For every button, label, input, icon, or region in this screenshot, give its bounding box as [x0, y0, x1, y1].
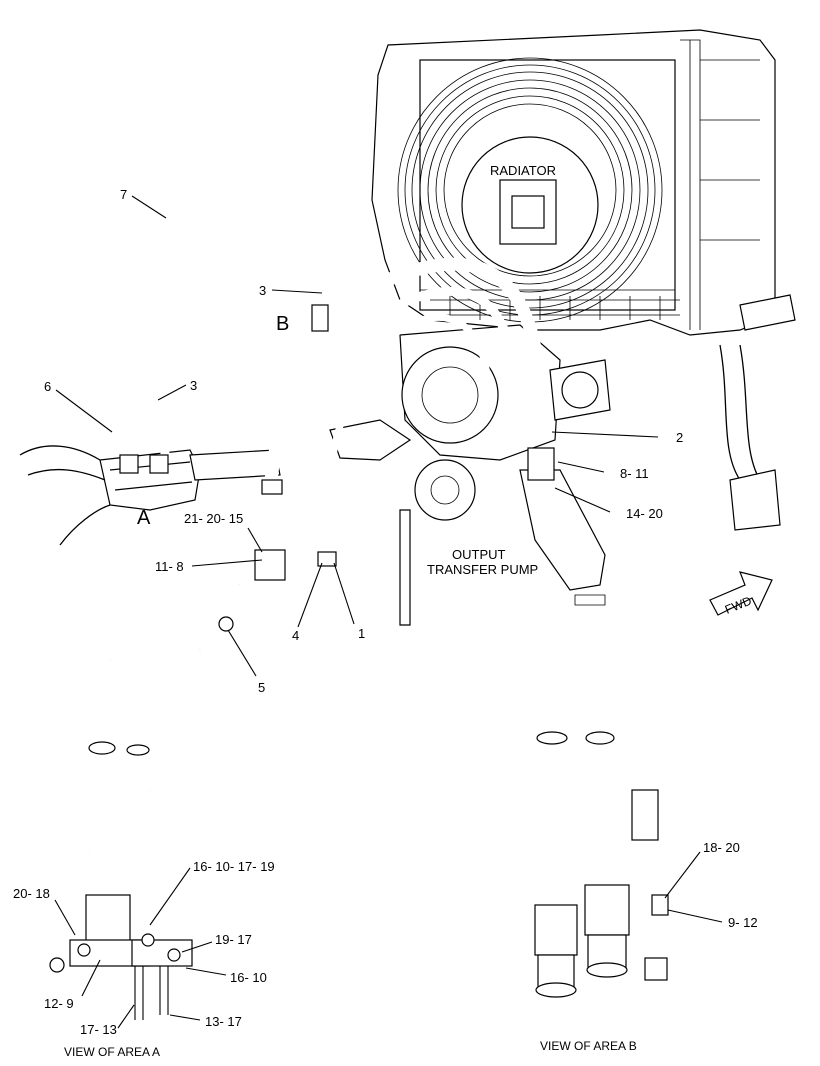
callout-9-12: 9- 12: [728, 915, 758, 930]
callout-3-top: 3: [259, 283, 266, 298]
callout-2: 2: [676, 430, 683, 445]
radiator-grille: [430, 296, 680, 320]
callout-1: 1: [358, 626, 365, 641]
forward-arrow-icon: FWD: [709, 571, 773, 617]
callout-19-17: 19- 17: [215, 932, 252, 947]
callout-7: 7: [120, 187, 127, 202]
radiator-label: RADIATOR: [490, 163, 556, 178]
callout-12-9: 12- 9: [44, 996, 74, 1011]
view-b-caption: VIEW OF AREA B: [540, 1039, 637, 1053]
callout-4: 4: [292, 628, 299, 643]
hose-main-arch: [263, 257, 548, 521]
callout-16-10-17-19: 16- 10- 17- 19: [193, 859, 275, 874]
callout-20-18: 20- 18: [13, 886, 50, 901]
callout-5: 5: [258, 680, 265, 695]
callout-3-mid: 3: [190, 378, 197, 393]
callout-6: 6: [44, 379, 51, 394]
view-area-a: 16- 10- 17- 19 20- 18 19- 17 16- 10 12- …: [13, 741, 275, 1059]
callout-17-13: 17- 13: [80, 1022, 117, 1037]
callout-18-20: 18- 20: [703, 840, 740, 855]
callout-8-11: 8- 11: [620, 466, 649, 481]
callout-13-17: 13- 17: [205, 1014, 242, 1029]
hose-7-loop: [118, 144, 337, 456]
area-marker-a: A: [137, 507, 151, 529]
area-marker-b: B: [276, 313, 289, 335]
view-a-caption: VIEW OF AREA A: [64, 1045, 160, 1059]
output-transfer-pump: [329, 324, 611, 626]
hose-lower-left: [109, 567, 268, 664]
fittings: [119, 304, 555, 632]
main-callouts: 7 3 3 6 2 8- 11 14- 20 21- 20- 15 11- 8 …: [44, 187, 683, 695]
view-area-b: 18- 20 9- 12 VIEW OF AREA B: [534, 731, 758, 1053]
callout-21-20-15: 21- 20- 15: [184, 511, 243, 526]
callout-16-10: 16- 10: [230, 970, 267, 985]
pump-label-line1: OUTPUT: [452, 547, 506, 562]
callout-11-8: 11- 8: [155, 559, 184, 574]
pump-label-line2: TRANSFER PUMP: [427, 562, 538, 577]
radiator-assembly: [371, 29, 796, 531]
callout-14-20: 14- 20: [626, 506, 663, 521]
